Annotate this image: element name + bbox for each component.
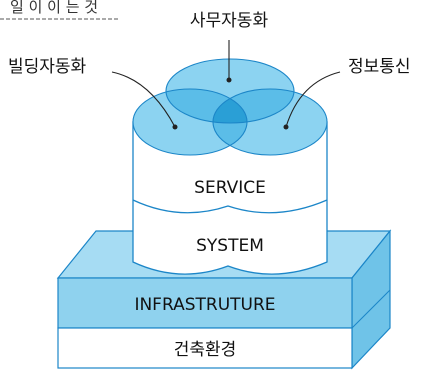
layer-label-infrastructure: INFRASTRUTURE <box>134 295 275 315</box>
cylinder-body <box>132 121 328 275</box>
service-cylinder <box>132 121 328 275</box>
label-office-automation: 사무자동화 <box>190 11 269 31</box>
leader-line-right <box>285 71 341 128</box>
layer-label-building-environment: 건축환경 <box>174 340 237 360</box>
building-environment-band <box>57 327 353 369</box>
leader-line-left <box>111 71 176 128</box>
cylinder-divider <box>132 199 328 214</box>
slab-edge-line <box>351 289 391 329</box>
header-fragment: 일 이 이 는 것 <box>10 0 98 16</box>
venn-outline-top <box>165 58 295 124</box>
venn-outline-right <box>212 88 328 156</box>
label-building-automation: 빌딩자동화 <box>8 57 87 77</box>
venn-outline-left <box>132 88 248 156</box>
layer-label-system: SYSTEM <box>196 236 264 256</box>
layer-label-service: SERVICE <box>194 178 266 198</box>
label-telecommunication: 정보통신 <box>348 57 411 77</box>
